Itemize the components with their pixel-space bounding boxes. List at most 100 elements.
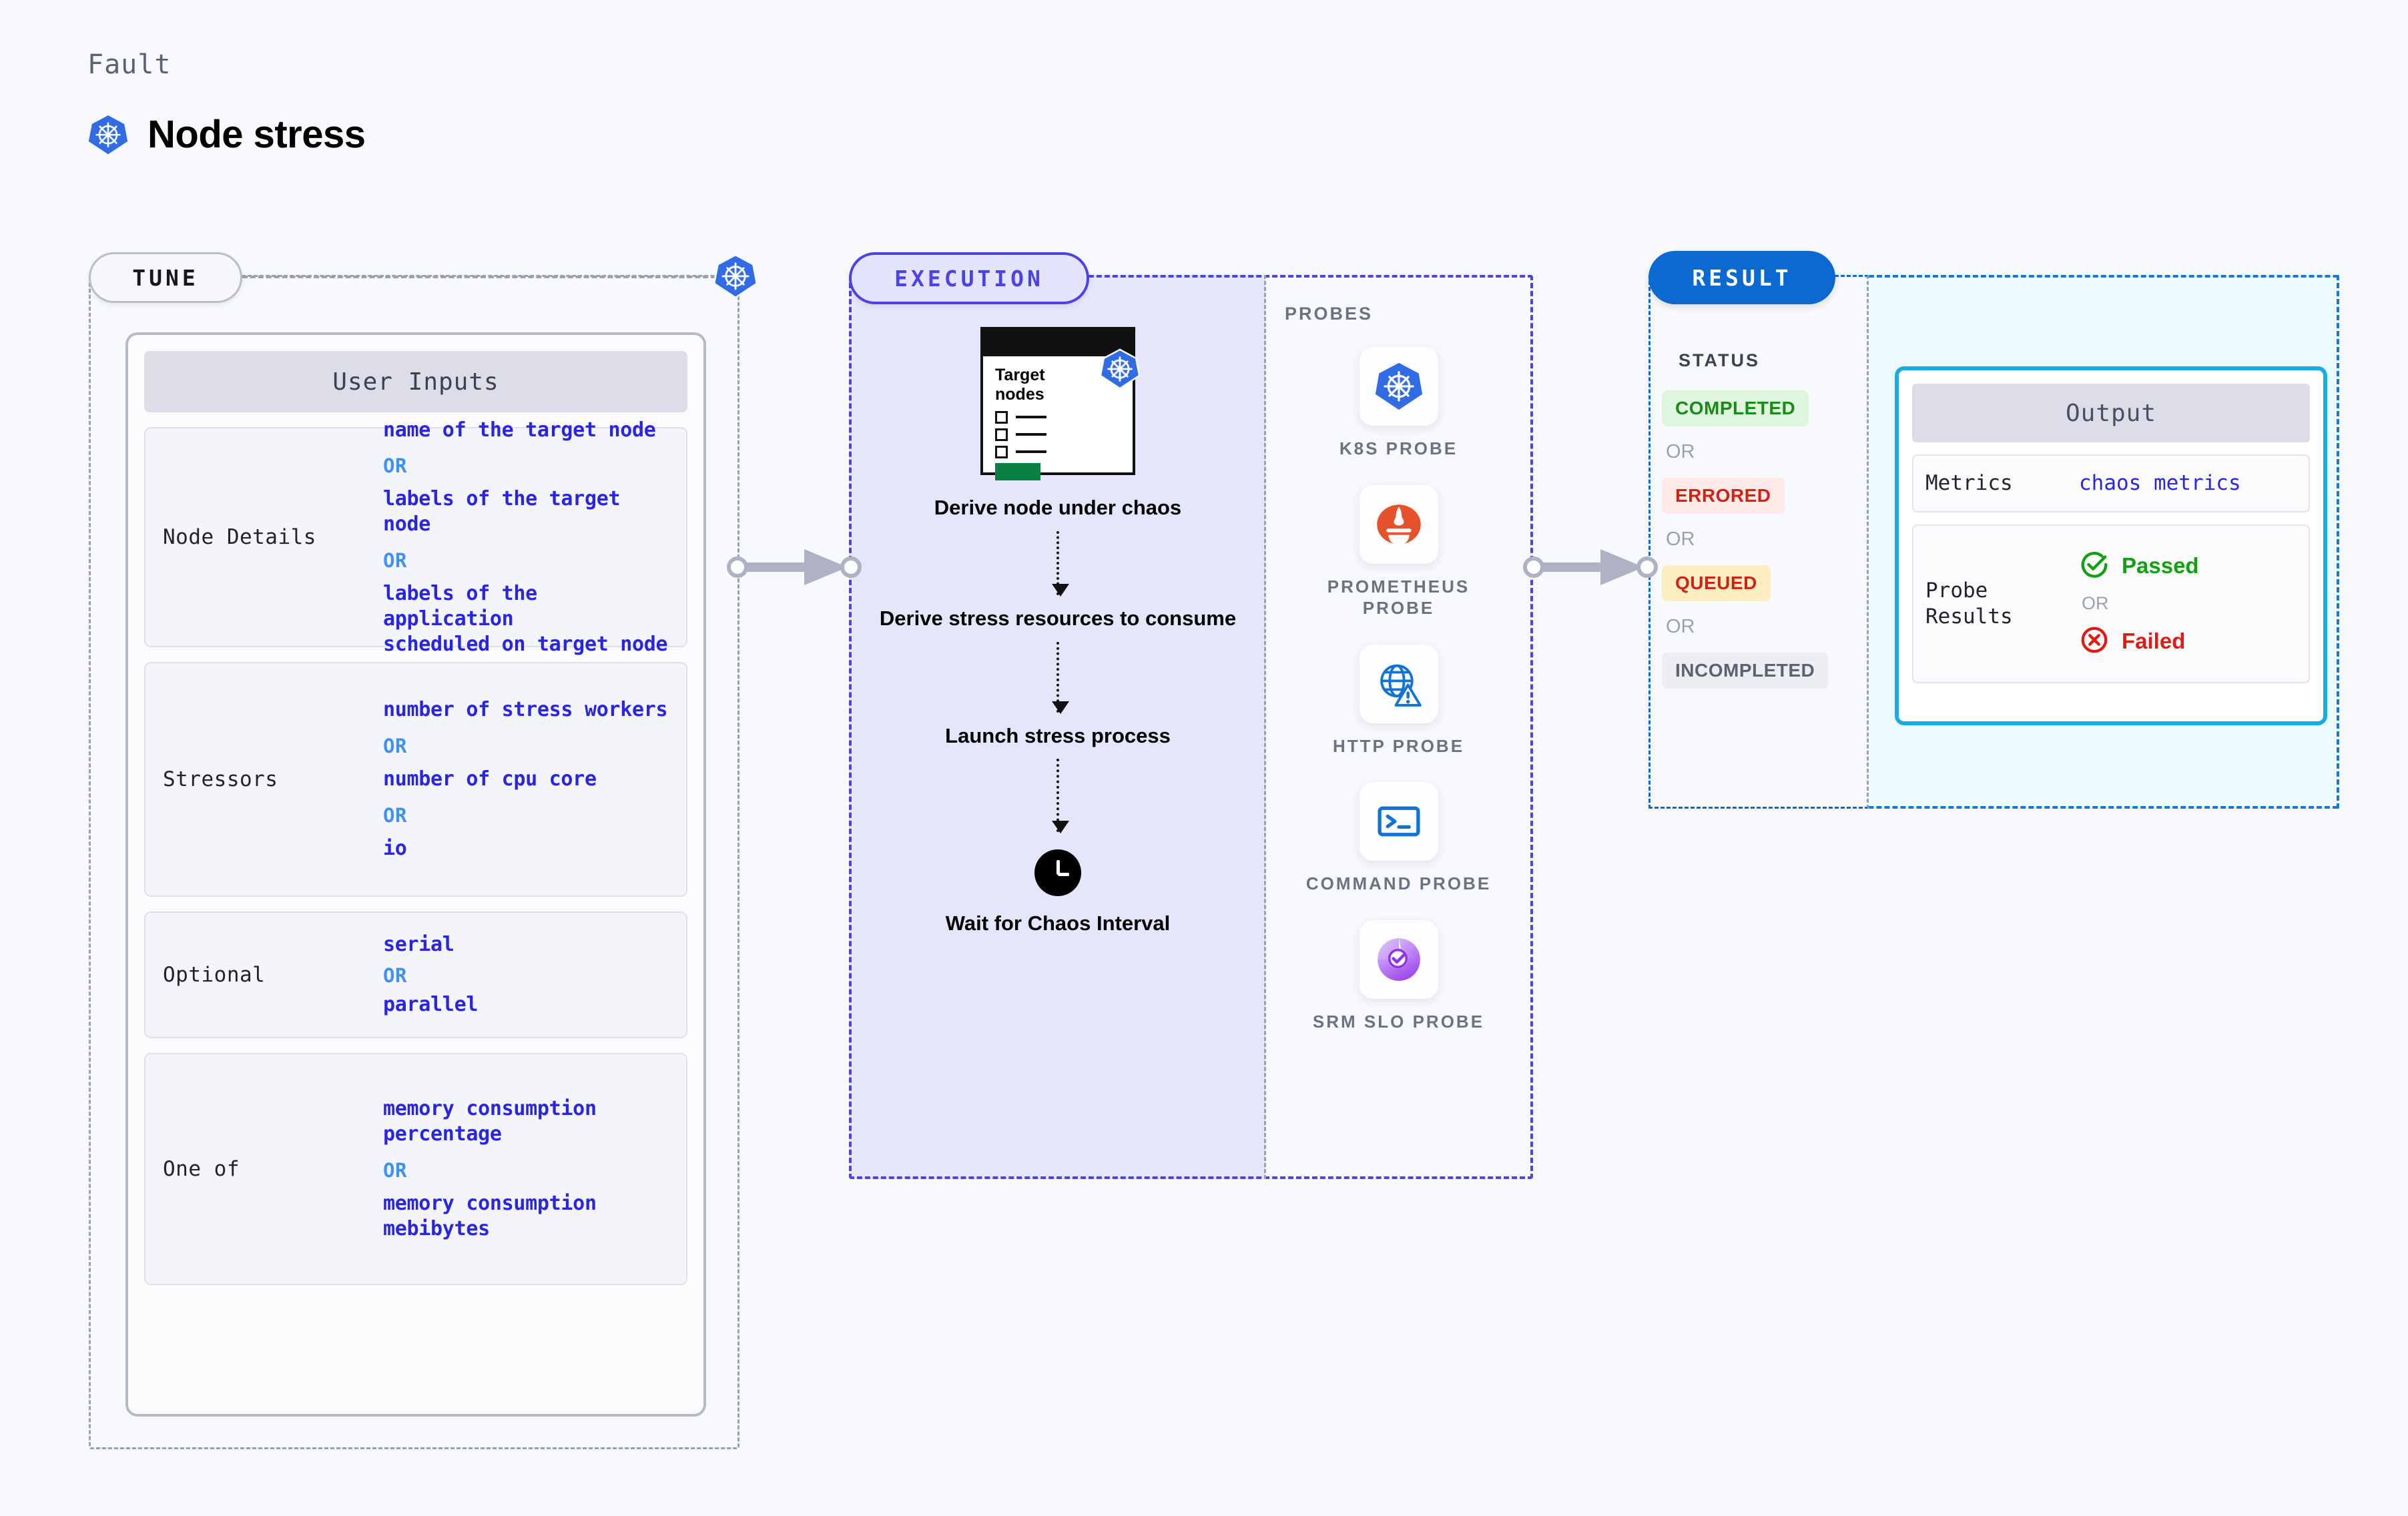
input-value: io [383, 836, 407, 860]
probe-label: HTTP PROBE [1332, 735, 1465, 756]
input-value: memory consumption percentage [383, 1097, 597, 1146]
input-group-label: Optional [163, 963, 266, 987]
or-separator: OR [383, 735, 407, 758]
output-row-value: chaos metrics [2079, 471, 2241, 496]
kubernetes-icon [713, 254, 758, 302]
target-nodes-card: Target nodes [980, 327, 1135, 480]
probe-label: COMMAND PROBE [1305, 873, 1492, 893]
page-title-row: Node stress [87, 112, 366, 157]
input-value: memory consumption mebibytes [383, 1192, 597, 1240]
input-group-label: One of [163, 1157, 240, 1181]
input-group-stressors: Stressors number of stress workers OR nu… [144, 662, 687, 897]
phase-chip-result[interactable]: RESULT [1648, 251, 1835, 304]
node-checklist [995, 410, 1133, 480]
status-title: STATUS [1679, 350, 1760, 370]
flow-arrow-down [1052, 530, 1069, 597]
or-separator: OR [2082, 593, 2109, 614]
globe-warning-icon [1359, 644, 1438, 723]
input-group-label: Node Details [163, 525, 316, 549]
execution-region [849, 275, 1533, 1179]
passed-label: Passed [2122, 553, 2199, 579]
list-item [995, 410, 1133, 424]
input-group-one-of: One of memory consumption percentage OR … [144, 1053, 687, 1285]
status-list: COMPLETED OR ERRORED OR QUEUED OR INCOMP… [1662, 390, 1862, 689]
execution-step-1: Derive node under chaos [934, 496, 1182, 519]
status-badge-completed: COMPLETED [1662, 390, 1809, 426]
failed-label: Failed [2122, 629, 2186, 654]
phase-chip-execution[interactable]: EXECUTION [849, 252, 1089, 304]
input-value: serial [383, 933, 455, 957]
terminal-icon [1359, 782, 1438, 861]
checkbox-icon [995, 410, 1008, 424]
checkbox-icon [995, 445, 1008, 458]
list-item [995, 428, 1133, 441]
page-title: Node stress [147, 113, 366, 156]
input-group-optional: Optional serial OR parallel [144, 911, 687, 1038]
input-value: number of cpu core [383, 767, 597, 791]
probe-http[interactable]: HTTP PROBE [1299, 644, 1499, 757]
probe-label: K8S PROBE [1339, 438, 1458, 458]
probe-command[interactable]: COMMAND PROBE [1299, 782, 1499, 895]
probe-label: PROMETHEUS PROBE [1327, 576, 1470, 619]
target-nodes-title-line1: Target [995, 366, 1045, 384]
input-value: labels of the target node [383, 487, 621, 536]
status-badge-queued: QUEUED [1662, 565, 1771, 601]
flow-arrow-down [1052, 759, 1069, 834]
placeholder-line [1016, 450, 1046, 453]
placeholder-line [1016, 416, 1046, 418]
or-separator: OR [383, 1159, 407, 1182]
prometheus-icon [1359, 484, 1438, 564]
checkbox-icon [995, 428, 1008, 441]
user-inputs-title: User Inputs [144, 351, 687, 412]
input-value: name of the target node [383, 418, 656, 442]
probe-srm-slo[interactable]: SRM SLO PROBE [1299, 919, 1499, 1033]
or-separator: OR [1666, 616, 1695, 637]
input-value: parallel [383, 993, 479, 1016]
or-separator: OR [1666, 441, 1695, 462]
status-badge-errored: ERRORED [1662, 478, 1785, 514]
connector-tune-to-execution [724, 544, 871, 593]
flow-arrow-down [1052, 641, 1069, 714]
or-separator: OR [1666, 528, 1695, 550]
x-circle-icon [2079, 625, 2110, 658]
user-inputs-card: User Inputs Node Details name of the tar… [125, 332, 706, 1417]
execution-step-4: Wait for Chaos Interval [945, 911, 1171, 935]
list-item [995, 445, 1133, 458]
status-badge-incompleted: INCOMPLETED [1662, 653, 1829, 689]
output-row-label: Probe Results [1925, 579, 2013, 629]
execution-step-2: Derive stress resources to consume [879, 606, 1237, 630]
output-row-probe-results: Probe Results Passed OR [1912, 524, 2310, 683]
connector-execution-to-result [1520, 544, 1667, 593]
output-title: Output [1912, 384, 2310, 442]
probe-label: SRM SLO PROBE [1312, 1011, 1485, 1032]
srm-slo-icon [1359, 919, 1438, 999]
execution-flow: Target nodes Derive node under chaos Der… [861, 327, 1255, 936]
probe-prometheus[interactable]: PROMETHEUS PROBE [1299, 484, 1499, 619]
probes-list: K8S PROBE PROMETHEUS PROBE [1264, 347, 1533, 1032]
card-titlebar [983, 330, 1133, 356]
output-row-label: Metrics [1925, 471, 2013, 495]
phase-chip-tune[interactable]: TUNE [89, 252, 242, 303]
or-separator: OR [383, 803, 407, 827]
probe-result-failed: Failed [2079, 625, 2199, 658]
check-circle-icon [2079, 549, 2110, 583]
tune-top-dashed-link [242, 276, 716, 278]
input-value: labels of the application scheduled on t… [383, 582, 668, 656]
probe-k8s[interactable]: K8S PROBE [1299, 347, 1499, 460]
input-group-node-details: Node Details name of the target node OR … [144, 418, 687, 656]
output-card: Output Metrics chaos metrics Probe Resul… [1895, 366, 2327, 725]
probe-result-passed: Passed [2079, 549, 2199, 583]
selected-node-bar [995, 462, 1040, 480]
probes-title: PROBES [1285, 304, 1374, 324]
kubernetes-icon [1359, 347, 1438, 426]
probes-region [1264, 275, 1533, 1179]
execution-step-3: Launch stress process [945, 723, 1171, 747]
output-row-metrics: Metrics chaos metrics [1912, 454, 2310, 512]
input-value: number of stress workers [383, 698, 668, 722]
target-nodes-title-line2: nodes [995, 384, 1044, 404]
or-separator: OR [383, 549, 407, 572]
kubernetes-icon [1099, 348, 1141, 392]
or-separator: OR [383, 454, 407, 478]
kubernetes-icon [87, 114, 129, 155]
